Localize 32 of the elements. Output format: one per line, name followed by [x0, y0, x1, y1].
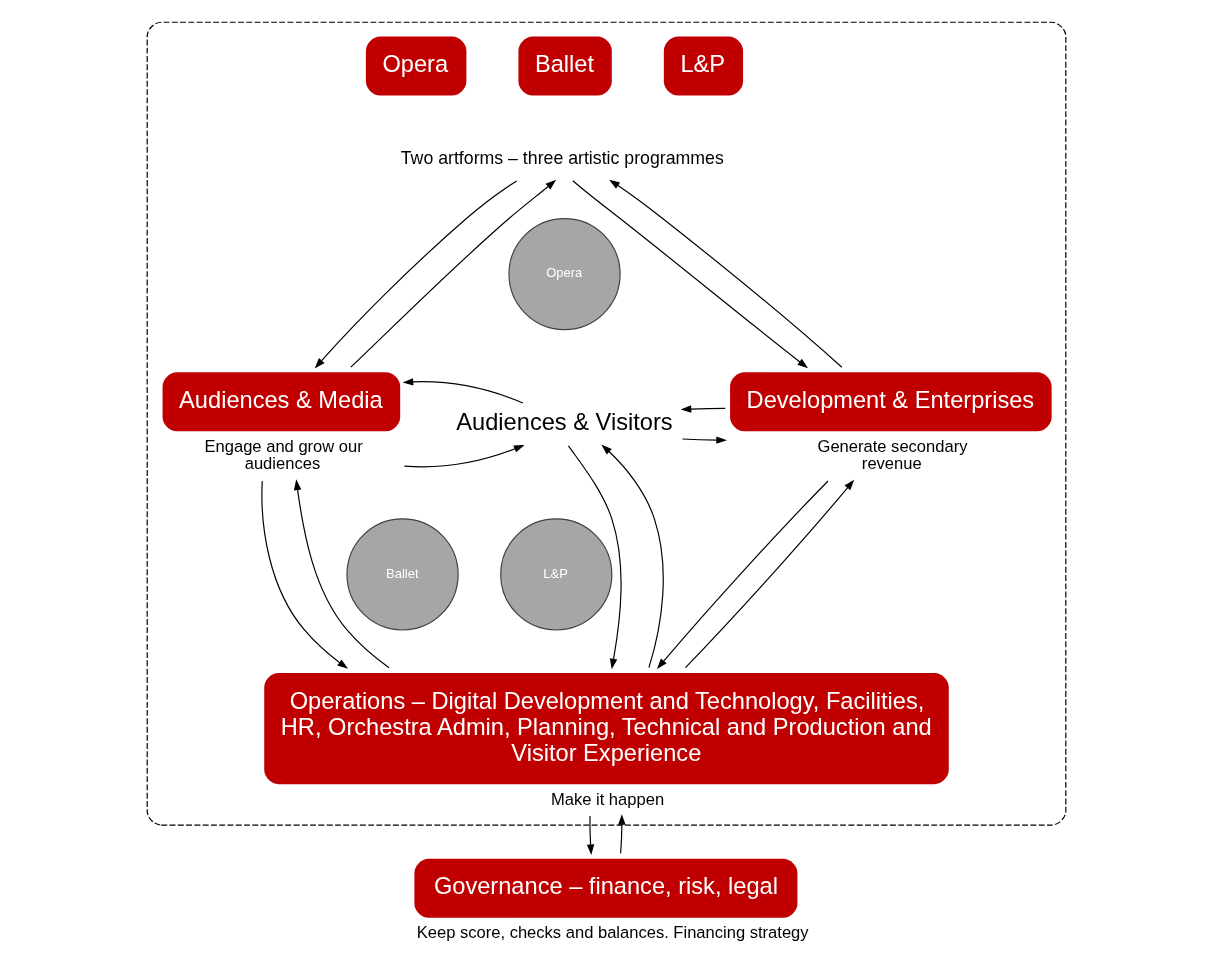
- arrow: [617, 814, 626, 854]
- node-box: Development & Enterprises: [729, 372, 1052, 432]
- node-text: Audiences & Visitors: [455, 409, 673, 436]
- arrow: [656, 480, 829, 670]
- arrow: [567, 445, 622, 670]
- node-label: Generate secondary revenue: [817, 436, 967, 474]
- node-box: Opera: [365, 36, 466, 96]
- arrow: [586, 815, 594, 855]
- node-circle: Ballet: [345, 518, 459, 631]
- arrow: [571, 180, 808, 369]
- arrow: [403, 444, 525, 468]
- node-box: Audiences & Media: [162, 372, 400, 432]
- arrow: [314, 180, 517, 369]
- node-label: Engage and grow our audiences: [204, 436, 363, 474]
- node-box: Governance – finance, risk, legal: [413, 858, 797, 918]
- arrow: [293, 479, 390, 669]
- node-box: Operations – Digital Development and Technology, Facilities, HR, Orchestra Admin, Planning, Technical and Production and Visitor Experience: [263, 673, 949, 785]
- arrow: [608, 179, 842, 368]
- node-label: Keep score, checks and balances. Financing strategy: [416, 923, 809, 943]
- arrow: [680, 405, 726, 413]
- arrow: [600, 444, 664, 669]
- node-circle: L&P: [499, 518, 612, 631]
- arrow: [684, 479, 854, 669]
- node-text: Two artforms – three artistic programmes: [400, 147, 724, 168]
- arrow: [260, 480, 348, 669]
- arrow: [681, 436, 727, 444]
- arrow: [402, 378, 523, 404]
- arrow: [349, 179, 556, 368]
- node-label: Make it happen: [550, 789, 664, 809]
- node-circle: Opera: [507, 217, 621, 331]
- node-box: Ballet: [517, 36, 612, 96]
- node-box: L&P: [663, 36, 743, 96]
